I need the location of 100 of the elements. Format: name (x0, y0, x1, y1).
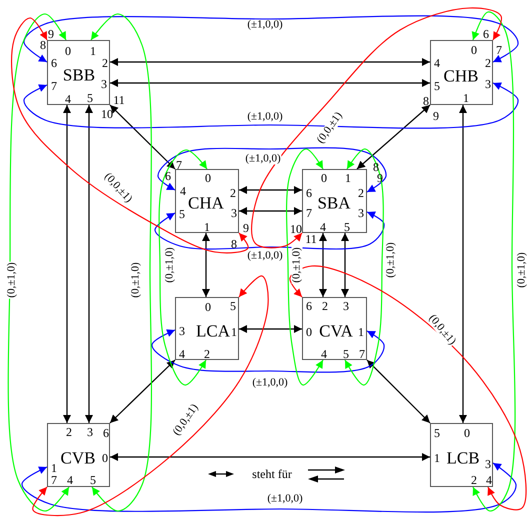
arrow (239, 207, 302, 215)
port-number: 6 (483, 28, 489, 40)
arrow (286, 148, 324, 386)
port-number: 9 (243, 222, 249, 234)
port-number: 4 (180, 185, 186, 197)
port-number: 3 (358, 207, 364, 219)
arrow (151, 329, 385, 373)
port-number: 0 (205, 301, 211, 313)
port-number: 2 (471, 474, 477, 486)
edge-label: (0,±1,0) (130, 261, 142, 299)
port-number: 0 (65, 45, 71, 57)
arrow (23, 82, 519, 129)
component-box (175, 297, 239, 360)
port-number: 4 (179, 348, 185, 360)
arrow (472, 11, 516, 512)
edge-label: (±1,0,0) (266, 494, 304, 504)
edge-label: (±1,0,0) (246, 20, 284, 30)
component-name: CVB (60, 450, 96, 466)
component-name: SBA (317, 194, 351, 212)
port-number: 9 (48, 28, 54, 40)
arrow (63, 105, 71, 423)
port-number: 4 (486, 474, 492, 486)
arrow (356, 104, 430, 170)
edge-label: (±1,0,0) (246, 250, 284, 262)
port-number: 3 (101, 78, 107, 90)
port-number: 4 (67, 474, 73, 486)
port-number: 7 (306, 207, 312, 219)
arrow (110, 453, 430, 461)
port-number: 4 (320, 221, 326, 233)
arrow (239, 186, 302, 194)
edge-label: (0,±1,0) (164, 246, 176, 284)
edge-label: (0,±1,0) (292, 246, 302, 284)
edge-label: (±1,0,0) (251, 378, 289, 388)
port-number: 0 (306, 326, 312, 338)
arrow (110, 58, 430, 66)
port-number: 1 (345, 172, 351, 184)
edge-label: (0,±1,0) (6, 261, 18, 299)
port-number: 4 (65, 93, 71, 105)
component-name: LCB (446, 450, 480, 466)
port-number: 3 (179, 325, 185, 337)
port-number: 7 (496, 44, 502, 56)
port-number: 6 (306, 300, 312, 312)
port-number: 7 (176, 159, 182, 171)
arrow (21, 462, 517, 513)
port-number: 0 (471, 44, 477, 56)
component-name: CVA (319, 322, 353, 340)
port-number: 2 (322, 300, 328, 312)
port-number: 0 (205, 172, 211, 184)
port-number: 5 (343, 348, 349, 360)
port-number: 1 (204, 221, 210, 233)
edge-label: (0,±1,0) (386, 241, 396, 279)
port-number: 2 (102, 57, 108, 69)
component-name: LCA (196, 322, 230, 340)
arrow (85, 105, 93, 423)
port-number: 6 (165, 170, 171, 182)
port-number: 6 (103, 427, 109, 439)
port-number: 2 (485, 57, 491, 69)
component-box (47, 423, 110, 487)
port-number: 0 (464, 427, 470, 439)
component-box (430, 423, 493, 487)
arrow (239, 325, 302, 333)
port-number: 5 (179, 208, 185, 220)
arrow (90, 13, 152, 512)
arrow (11, 17, 249, 254)
port-number: 1 (358, 326, 364, 338)
port-number: 5 (230, 300, 236, 312)
arrow (157, 147, 387, 192)
port-number: 0 (321, 172, 327, 184)
port-number: 3 (87, 426, 93, 438)
port-number: 5 (344, 221, 350, 233)
arrow (251, 7, 502, 248)
port-number: 3 (485, 458, 491, 470)
port-number: 7 (51, 474, 57, 486)
port-number: 6 (306, 187, 312, 199)
port-number: 8 (423, 95, 429, 107)
arrow (459, 105, 467, 423)
arrow (202, 233, 210, 297)
port-number: 2 (66, 426, 72, 438)
arrow (319, 233, 327, 297)
component-box (302, 297, 367, 360)
port-number: 2 (230, 187, 236, 199)
port-number: 9 (433, 110, 439, 122)
port-number: 5 (90, 474, 96, 486)
port-number: 3 (343, 300, 349, 312)
legend-text: steht für (252, 468, 292, 480)
edge-label: (0,±1,0) (516, 251, 528, 289)
arrow (32, 275, 269, 516)
port-number: 1 (231, 326, 237, 338)
port-number: 3 (485, 78, 491, 90)
port-number: 1 (51, 462, 57, 474)
arrow (8, 13, 70, 512)
port-number: 4 (434, 57, 440, 69)
port-number: 10 (290, 223, 302, 235)
port-number: 8 (231, 238, 237, 250)
arrow (366, 360, 430, 424)
port-number: 5 (434, 80, 440, 92)
arrow (344, 148, 384, 386)
arrow (23, 15, 519, 62)
component-name: CHB (444, 68, 478, 84)
arrow (341, 233, 349, 297)
